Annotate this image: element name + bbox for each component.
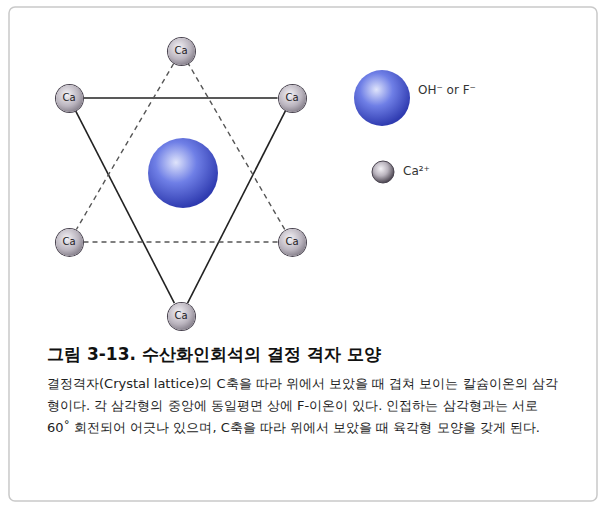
figure-title: 그림 3-13. 수산화인회석의 결정 격자 모양	[47, 343, 381, 366]
legend-label: Ca²⁺	[403, 164, 430, 178]
calcium-ion: Ca	[279, 229, 306, 256]
figure-caption: 결정격자(Crystal lattice)의 C축을 따라 위에서 보았을 때 …	[47, 373, 559, 439]
dashed-triangle-side	[84, 241, 278, 242]
frame	[9, 7, 597, 501]
ion-symbol: Ca	[285, 237, 298, 247]
calcium-ion: Ca	[56, 85, 83, 112]
calcium-ion: Ca	[168, 303, 195, 330]
ion-symbol: Ca	[62, 93, 75, 103]
ion-symbol: Ca	[174, 311, 187, 321]
calcium-ion: Ca	[56, 229, 83, 256]
fluoride-ion-sphere	[148, 138, 218, 208]
legend-anion-sample	[354, 70, 410, 126]
calcium-ion: Ca	[279, 85, 306, 112]
solid-triangle-side	[84, 97, 278, 99]
legend-label: OH⁻ or F⁻	[418, 83, 476, 97]
ion-symbol: Ca	[62, 237, 75, 247]
dashed-triangle-side	[76, 64, 173, 230]
solid-triangle-side	[76, 111, 175, 303]
legend-calcium-sample	[372, 161, 394, 183]
ion-symbol: Ca	[285, 93, 298, 103]
dashed-triangle-side	[188, 64, 284, 230]
solid-triangle-side	[188, 111, 286, 303]
calcium-ion: Ca	[168, 38, 195, 65]
ion-symbol: Ca	[174, 46, 187, 56]
